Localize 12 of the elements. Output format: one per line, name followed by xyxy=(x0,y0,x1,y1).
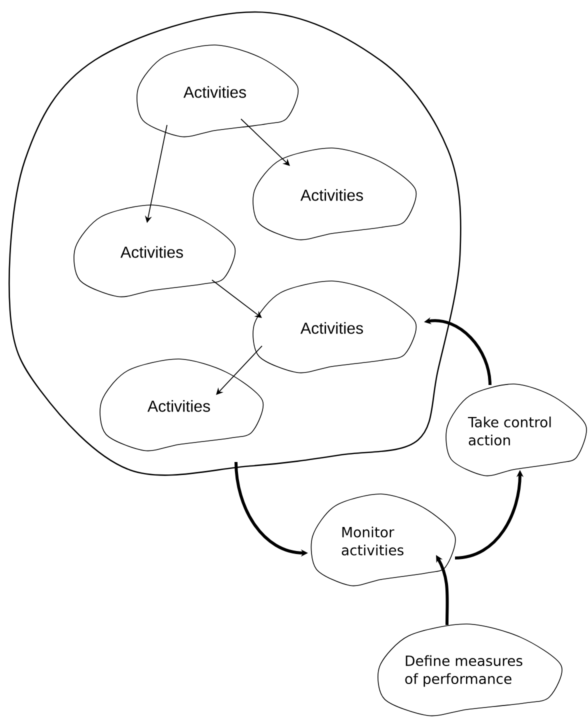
blob-node: Activities xyxy=(136,44,299,138)
arrow xyxy=(240,118,290,166)
blob-node: Define measures of performance xyxy=(378,624,562,716)
blob-node: Activities xyxy=(100,358,264,452)
blob-node: Activities xyxy=(252,148,417,240)
blob-node: Monitor activities xyxy=(310,494,456,586)
blob-node: Take control action xyxy=(446,384,587,476)
boundary-blob xyxy=(8,11,462,476)
arrow xyxy=(212,280,262,318)
arrow xyxy=(216,346,262,395)
blob-node: Activities xyxy=(252,280,417,374)
blob-node: Activities xyxy=(74,204,236,298)
